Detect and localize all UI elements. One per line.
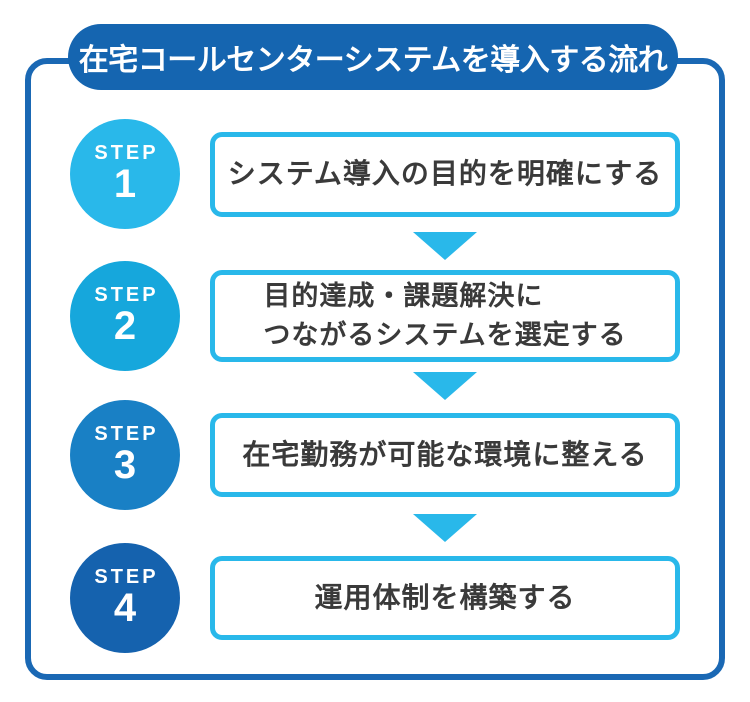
step-1-text: システム導入の目的を明確にする (227, 158, 663, 190)
down-arrow-icon (413, 514, 477, 542)
title-banner: 在宅コールセンターシステムを導入する流れ (68, 24, 678, 90)
step-4-text: 運用体制を構築する (314, 581, 576, 613)
step-1-label: STEP (94, 142, 159, 164)
step-1-number: 1 (113, 162, 137, 206)
step-3-text: 在宅勤務が可能な環境に整える (242, 438, 648, 470)
step-2-badge: STEP 2 (70, 261, 180, 371)
step-2-label: STEP (94, 284, 159, 306)
step-3-number: 3 (113, 443, 137, 487)
step-4-badge: STEP 4 (70, 543, 180, 653)
step-2-text: 目的達成・課題解決に つながるシステムを選定する (263, 280, 627, 350)
step-4-label: STEP (94, 566, 159, 588)
step-2-box: 目的達成・課題解決に つながるシステムを選定する (210, 270, 680, 362)
page-title: 在宅コールセンターシステムを導入する流れ (78, 44, 668, 77)
step-4-number: 4 (113, 586, 137, 630)
step-2-number: 2 (113, 304, 137, 348)
step-1-box: システム導入の目的を明確にする (210, 132, 680, 217)
step-3-badge: STEP 3 (70, 400, 180, 510)
step-4-box: 運用体制を構築する (210, 556, 680, 640)
step-3-label: STEP (94, 423, 159, 445)
down-arrow-icon (413, 232, 477, 260)
down-arrow-icon (413, 372, 477, 400)
step-3-box: 在宅勤務が可能な環境に整える (210, 413, 680, 497)
step-1-badge: STEP 1 (70, 119, 180, 229)
